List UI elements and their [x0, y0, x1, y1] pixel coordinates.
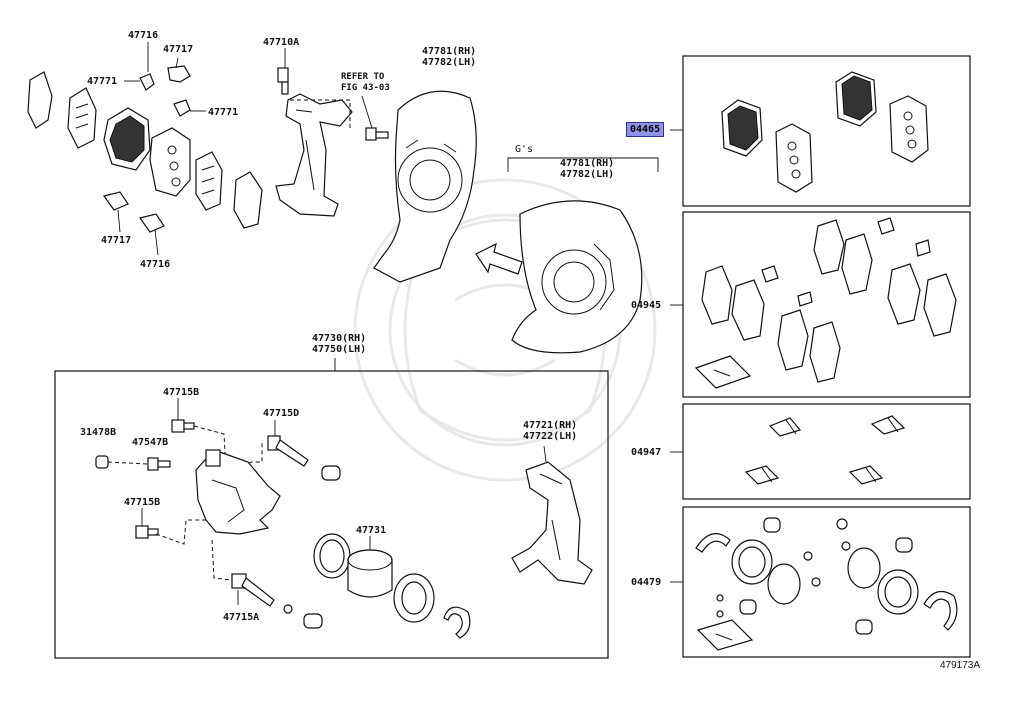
- part-label-47547b[interactable]: 47547B: [132, 437, 169, 448]
- part-label-47730-47750[interactable]: 47730(RH) 47750(LH): [312, 333, 367, 355]
- part-label-47771[interactable]: 47771: [87, 76, 118, 87]
- pad-clip-icon[interactable]: [102, 65, 191, 233]
- pad-clip-icon[interactable]: [744, 415, 906, 485]
- brake-pad-icon[interactable]: [27, 71, 263, 229]
- bushing-icon[interactable]: [283, 465, 341, 629]
- part-label-47781-47782[interactable]: 47781(RH) 47782(LH): [422, 46, 477, 68]
- part-label-47716[interactable]: 47716: [128, 30, 159, 41]
- part-label-47717[interactable]: 47717: [163, 44, 194, 55]
- part-label-04479[interactable]: 04479: [631, 577, 662, 588]
- grease-packet-icon[interactable]: [694, 355, 752, 389]
- bushing-icon[interactable]: [95, 455, 171, 471]
- part-label-47731[interactable]: 47731: [356, 525, 387, 536]
- caliper-mounting-icon[interactable]: [511, 461, 593, 585]
- part-label-47771[interactable]: 47771: [208, 107, 239, 118]
- gs-note: G's: [515, 144, 534, 155]
- part-label-47710a[interactable]: 47710A: [263, 37, 300, 48]
- kit-box-04465: [682, 55, 971, 207]
- part-label-04945[interactable]: 04945: [631, 300, 662, 311]
- shim-icon[interactable]: [701, 219, 957, 383]
- caliper-mounting-icon[interactable]: [275, 93, 353, 217]
- part-label-47715b[interactable]: 47715B: [124, 497, 161, 508]
- part-label-47715d[interactable]: 47715D: [263, 408, 300, 419]
- piston-icon[interactable]: [347, 549, 393, 598]
- part-label-47716[interactable]: 47716: [140, 259, 171, 270]
- brake-pad-icon[interactable]: [721, 71, 929, 193]
- part-label-04465[interactable]: 04465: [626, 122, 665, 137]
- bolt-icon[interactable]: [277, 67, 389, 141]
- kit-box-04947: [682, 403, 971, 500]
- dust-cover-icon[interactable]: [511, 200, 643, 354]
- part-label-47717[interactable]: 47717: [101, 235, 132, 246]
- seal-ring-icon[interactable]: [313, 533, 471, 639]
- seal-ring-icon[interactable]: [695, 533, 958, 631]
- kit-box-04945: [682, 211, 971, 398]
- part-label-47721-47722[interactable]: 47721(RH) 47722(LH): [523, 420, 578, 442]
- part-label-04947[interactable]: 04947: [631, 447, 662, 458]
- figure-number: 479173A: [940, 660, 981, 671]
- caliper-assembly-box: [54, 370, 609, 659]
- bushing-icon[interactable]: [716, 517, 913, 635]
- grease-packet-icon[interactable]: [696, 619, 754, 651]
- part-label-31478b[interactable]: 31478B: [80, 427, 117, 438]
- pad-clip-icon[interactable]: [761, 217, 931, 307]
- part-label-47715a[interactable]: 47715A: [223, 612, 260, 623]
- arrow-icon: [475, 242, 523, 275]
- dust-cover-icon[interactable]: [373, 90, 477, 283]
- caliper-icon[interactable]: [195, 449, 281, 535]
- refer-note[interactable]: REFER TO FIG 43-03: [341, 72, 390, 93]
- part-label-47781-47782[interactable]: 47781(RH) 47782(LH): [560, 158, 615, 180]
- part-label-47715b[interactable]: 47715B: [163, 387, 200, 398]
